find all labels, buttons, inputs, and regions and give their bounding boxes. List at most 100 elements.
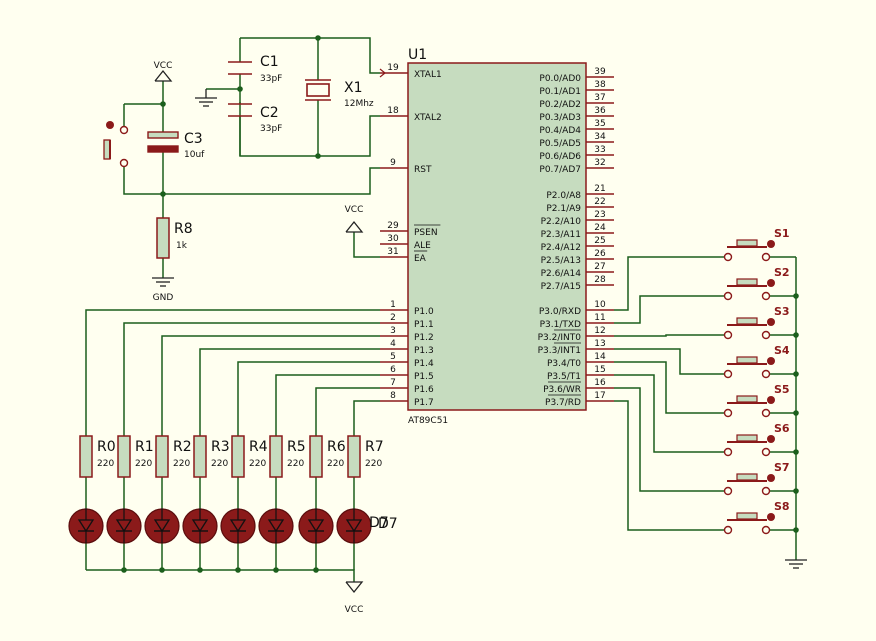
led-d7-label: D7: [378, 516, 398, 532]
cap-c1: [228, 61, 252, 75]
switch-contact: [723, 252, 733, 262]
pin-label: P3.0/RXD: [539, 307, 581, 317]
c2-value: 33pF: [260, 124, 282, 134]
wire-p1-5: [275, 374, 380, 436]
pin-number: 6: [390, 365, 396, 375]
resistor-r3: [193, 435, 207, 478]
pin-label: P1.7: [414, 398, 434, 408]
pin-label: P1.4: [414, 359, 434, 369]
crystal-x1: [305, 79, 331, 101]
switch-knob: [767, 474, 775, 482]
pin-number: 37: [594, 93, 605, 103]
pin-label: XTAL1: [414, 70, 442, 80]
wire-p1-4: [237, 361, 380, 436]
switch-knob: [767, 240, 775, 248]
pin-label: P0.1/AD1: [539, 87, 581, 97]
c3-value: 10uf: [184, 150, 205, 160]
pin-number: 11: [594, 313, 605, 323]
pin-number: 10: [594, 300, 606, 310]
switch-knob: [767, 513, 775, 521]
pin-number: 3: [390, 326, 396, 336]
c3-plate: [147, 131, 179, 139]
resistor-r7: [347, 435, 361, 478]
pin-label: P0.4/AD4: [539, 126, 581, 136]
pin-label: P3.1/TXD: [540, 320, 581, 330]
wire-p1-1: [123, 322, 380, 436]
resistor-value: 220: [97, 459, 114, 469]
pin-number: 19: [387, 63, 399, 73]
switch-contact: [761, 447, 771, 457]
c1-label: C1: [260, 54, 279, 70]
switch-label: S4: [774, 344, 790, 357]
junction-dot: [197, 567, 203, 573]
ic-u1: [379, 62, 614, 411]
wire-ea-vcc: [353, 232, 380, 258]
c3-plate-neg: [147, 145, 179, 153]
components: [68, 61, 807, 594]
pin-label: P1.1: [414, 320, 434, 330]
pin-number: 32: [594, 158, 605, 168]
switch-contact: [723, 330, 733, 340]
resistor-r0: [79, 435, 93, 478]
pin-label: P1.0: [414, 307, 434, 317]
switch-actuator: [736, 512, 758, 520]
pin-label: P3.2/INT0: [538, 333, 582, 343]
pin-number: 33: [594, 145, 605, 155]
resistor-value: 220: [135, 459, 152, 469]
switch-contact: [761, 291, 771, 301]
pin-label: P1.5: [414, 372, 434, 382]
switch-knob: [767, 435, 775, 443]
pin-number: 17: [594, 391, 605, 401]
switch-contact: [723, 486, 733, 496]
resistor-r2: [155, 435, 169, 478]
pin-number: 25: [594, 236, 605, 246]
pin-label: P2.7/A15: [541, 282, 581, 292]
junction-dot: [793, 449, 799, 455]
pin-label: P2.2/A10: [541, 217, 582, 227]
resistor-label: R5: [287, 439, 306, 455]
labels: U1AT89C5119XTAL118XTAL29RST29PSEN30ALE31…: [97, 47, 790, 615]
pin-number: 5: [390, 352, 396, 362]
pin-number: 16: [594, 378, 606, 388]
pin-label: P3.4/T0: [547, 359, 581, 369]
pin-label: P3.3/INT1: [538, 346, 581, 356]
switch-label: S8: [774, 500, 790, 513]
switch-actuator: [736, 395, 758, 403]
pin-label: P2.1/A9: [546, 204, 581, 214]
vcc-arrow: [154, 69, 173, 82]
junction-dot: [793, 527, 799, 533]
pin-number: 13: [594, 339, 605, 349]
resistor-label: R0: [97, 439, 116, 455]
resistor-value: 220: [365, 459, 382, 469]
switch-contact: [723, 291, 733, 301]
switch-actuator: [736, 239, 758, 247]
pin-number: 26: [594, 249, 606, 259]
cap-c3: [147, 131, 179, 153]
pin-number: 38: [594, 80, 606, 90]
resistor-label: R6: [327, 439, 346, 455]
switch-actuator: [736, 278, 758, 286]
resistor-r1: [117, 435, 131, 478]
pin-number: 22: [594, 197, 605, 207]
junction-dot: [793, 410, 799, 416]
resistor-r4: [231, 435, 245, 478]
pin-label: P1.6: [414, 385, 434, 395]
pin-label: P1.3: [414, 346, 434, 356]
switch-label: S5: [774, 383, 790, 396]
junction-dot: [160, 101, 166, 107]
pin-number: 36: [594, 106, 606, 116]
junction-dot: [793, 332, 799, 338]
junction-dot: [235, 567, 241, 573]
vcc-top-label: VCC: [154, 61, 173, 71]
switch-actuator: [736, 356, 758, 364]
pin-label: P1.2: [414, 333, 434, 343]
resistor-r6: [309, 435, 323, 478]
resistor-value: 220: [327, 459, 344, 469]
pin-number: 28: [594, 275, 606, 285]
vcc-arrow: [345, 220, 364, 233]
pin-number: 7: [390, 378, 396, 388]
x1-label: X1: [344, 80, 363, 96]
junction-dot: [793, 488, 799, 494]
switch-contact: [119, 158, 129, 168]
junction-dot: [313, 567, 319, 573]
